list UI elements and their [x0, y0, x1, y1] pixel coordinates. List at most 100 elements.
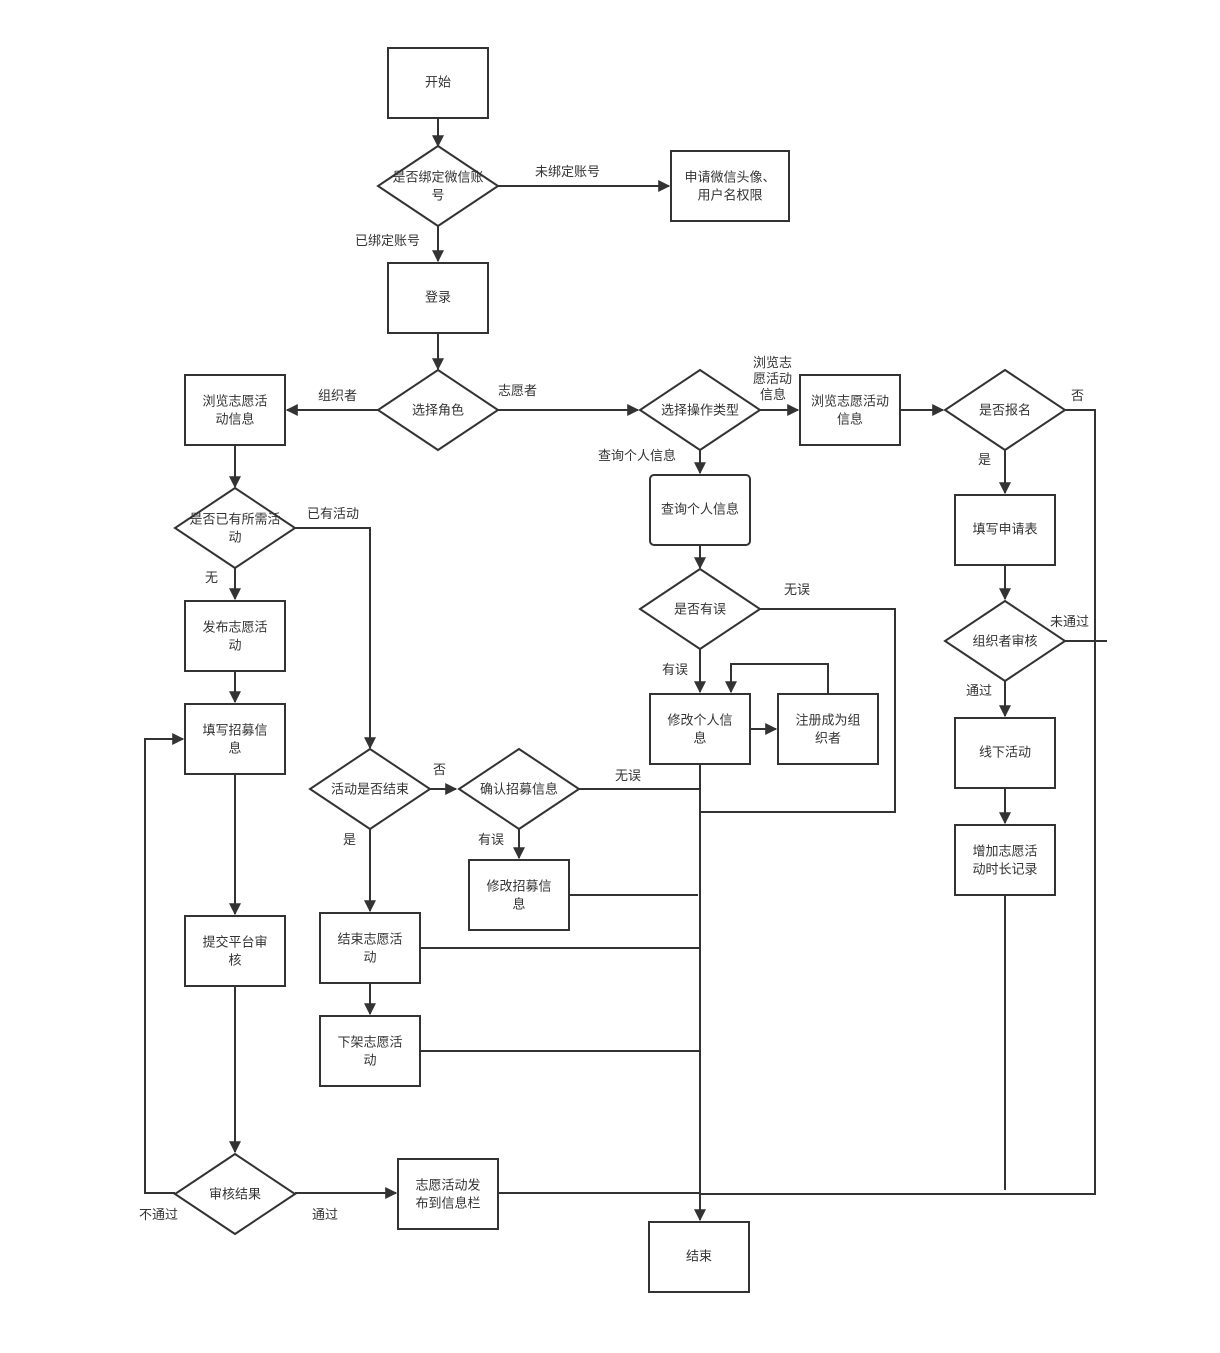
- node-vol-browse[interactable]: 浏览志愿活动 信息: [799, 374, 901, 446]
- node-vol-browse-label-1: 浏览志愿活动: [811, 394, 889, 410]
- edge-register-loop: [725, 663, 829, 694]
- node-org-review[interactable]: 组织者审核: [943, 599, 1067, 683]
- nodes: 开始 是否绑定微信账 号 申请微信头像、 用户名权限 登录 选择角色 浏览志愿活…: [173, 47, 1067, 1293]
- node-has-activity-label-2: 动: [228, 531, 241, 546]
- node-select-op-label: 选择操作类型: [661, 403, 739, 419]
- node-end[interactable]: 结束: [648, 1221, 750, 1293]
- node-modify-info-label-1: 修改个人信: [667, 714, 732, 729]
- node-end-activity-label-2: 动: [363, 951, 376, 966]
- node-modify-recruit-label-1: 修改招募信: [486, 880, 551, 895]
- node-vol-browse-label-2: 信息: [837, 412, 863, 428]
- node-modify-recruit-label-2: 息: [512, 897, 525, 913]
- node-review-result[interactable]: 审核结果: [173, 1152, 297, 1236]
- node-check-wechat[interactable]: 是否绑定微信账 号: [376, 144, 500, 228]
- node-confirm-recruit-label: 确认招募信息: [480, 782, 558, 798]
- node-select-role-label: 选择角色: [412, 403, 464, 419]
- node-add-hours[interactable]: 增加志愿活 动时长记录: [954, 824, 1056, 896]
- node-select-op[interactable]: 选择操作类型: [638, 368, 762, 452]
- node-offline[interactable]: 线下活动: [954, 717, 1056, 789]
- node-fill-recruit[interactable]: 填写招募信 息: [184, 703, 286, 775]
- node-remove-activity-label-2: 动: [363, 1054, 376, 1069]
- label-bound: 已绑定账号: [355, 234, 420, 249]
- label-info-err: 有误: [662, 663, 688, 678]
- node-submit-review[interactable]: 提交平台审 核: [184, 915, 286, 987]
- node-check-wechat-label-1: 是否绑定微信账: [392, 171, 483, 186]
- node-end-activity-label-1: 结束志愿活: [337, 933, 402, 948]
- label-not-bound: 未绑定账号: [535, 165, 600, 180]
- node-fill-form[interactable]: 填写申请表: [954, 494, 1056, 566]
- label-browse-op-3: 信息: [760, 387, 786, 403]
- label-organizer: 组织者: [318, 389, 357, 404]
- node-publish-activity-label-1: 发布志愿活: [202, 620, 267, 636]
- node-query-info-label: 查询个人信息: [661, 502, 739, 518]
- node-modify-recruit[interactable]: 修改招募信 息: [468, 859, 570, 931]
- node-end-activity[interactable]: 结束志愿活 动: [319, 912, 421, 984]
- node-check-wechat-label-2: 号: [431, 189, 444, 204]
- node-end-label: 结束: [686, 1250, 712, 1265]
- label-fail: 不通过: [139, 1208, 178, 1223]
- node-remove-activity[interactable]: 下架志愿活 动: [319, 1015, 421, 1087]
- node-register-org-label-2: 织者: [815, 732, 841, 747]
- label-recruit-err: 有误: [478, 833, 504, 848]
- edge-has-activity-to-ended: [295, 527, 376, 750]
- label-org-fail: 未通过: [1050, 615, 1089, 630]
- label-info-ok: 无误: [784, 583, 810, 598]
- edges: [144, 118, 1107, 1222]
- node-modify-info-label-2: 息: [693, 731, 706, 747]
- node-org-browse-label-2: 动信息: [215, 412, 254, 428]
- node-request-permission[interactable]: 申请微信头像、 用户名权限: [670, 150, 790, 222]
- node-modify-info[interactable]: 修改个人信 息: [649, 693, 751, 765]
- label-browse-op-1: 浏览志: [753, 355, 792, 371]
- label-ended: 是: [343, 833, 356, 848]
- node-query-info[interactable]: 查询个人信息: [649, 474, 751, 546]
- node-org-browse-label-1: 浏览志愿活: [202, 394, 267, 410]
- node-request-permission-label-2: 用户名权限: [697, 188, 762, 204]
- node-remove-activity-label-1: 下架志愿活: [337, 1036, 402, 1051]
- node-publish-activity[interactable]: 发布志愿活 动: [184, 600, 286, 672]
- node-register-org[interactable]: 注册成为组 织者: [777, 693, 879, 765]
- node-register-org-label-1: 注册成为组: [795, 714, 860, 729]
- label-signup-yes: 是: [978, 453, 991, 468]
- node-login-label: 登录: [425, 291, 451, 306]
- node-select-role[interactable]: 选择角色: [376, 368, 500, 452]
- label-recruit-ok: 无误: [615, 769, 641, 784]
- node-publish-activity-label-2: 动: [228, 639, 241, 654]
- edge-labels: 未绑定账号 已绑定账号 组织者 志愿者 已有活动 无 否 是 无误 有误 通过 …: [139, 165, 1089, 1223]
- node-add-hours-label-1: 增加志愿活: [972, 845, 1037, 860]
- node-review-result-label: 审核结果: [209, 1188, 261, 1203]
- node-publish-to-board-label-2: 布到信息栏: [415, 1196, 480, 1212]
- node-activity-ended[interactable]: 活动是否结束: [308, 747, 432, 831]
- node-start[interactable]: 开始: [387, 47, 489, 119]
- node-add-hours-label-2: 动时长记录: [972, 863, 1037, 878]
- node-org-browse[interactable]: 浏览志愿活 动信息: [184, 374, 286, 446]
- node-request-permission-label-1: 申请微信头像、: [684, 171, 775, 186]
- label-has-activity-no: 无: [205, 571, 218, 586]
- node-submit-review-label-1: 提交平台审: [202, 935, 267, 951]
- label-browse-op-2: 愿活动: [753, 372, 792, 387]
- label-org-pass: 通过: [966, 684, 992, 699]
- node-has-activity-label-1: 是否已有所需活: [189, 513, 280, 528]
- node-org-review-label: 组织者审核: [972, 635, 1037, 650]
- edge-signup-no-to-bus: [700, 409, 1096, 1195]
- node-has-activity[interactable]: 是否已有所需活 动: [173, 486, 297, 570]
- label-signup-no: 否: [1071, 389, 1084, 404]
- node-fill-recruit-label-2: 息: [228, 741, 241, 757]
- node-publish-to-board-label-1: 志愿活动发: [415, 1178, 480, 1194]
- node-fill-recruit-label-1: 填写招募信: [202, 724, 267, 739]
- node-start-label: 开始: [425, 76, 451, 91]
- edge-error-ok-to-bus: [700, 608, 896, 813]
- node-has-error-label: 是否有误: [674, 603, 726, 618]
- node-has-error[interactable]: 是否有误: [638, 567, 762, 651]
- node-login[interactable]: 登录: [387, 262, 489, 334]
- label-not-ended: 否: [433, 763, 446, 778]
- node-signup-label: 是否报名: [979, 403, 1031, 419]
- node-signup[interactable]: 是否报名: [943, 368, 1067, 452]
- label-has-activity-yes: 已有活动: [307, 507, 359, 522]
- label-pass: 通过: [312, 1208, 338, 1223]
- label-query-op: 查询个人信息: [598, 448, 676, 464]
- node-confirm-recruit[interactable]: 确认招募信息: [457, 747, 581, 831]
- node-publish-to-board[interactable]: 志愿活动发 布到信息栏: [397, 1158, 499, 1230]
- node-offline-label: 线下活动: [979, 746, 1031, 761]
- node-activity-ended-label: 活动是否结束: [331, 783, 409, 798]
